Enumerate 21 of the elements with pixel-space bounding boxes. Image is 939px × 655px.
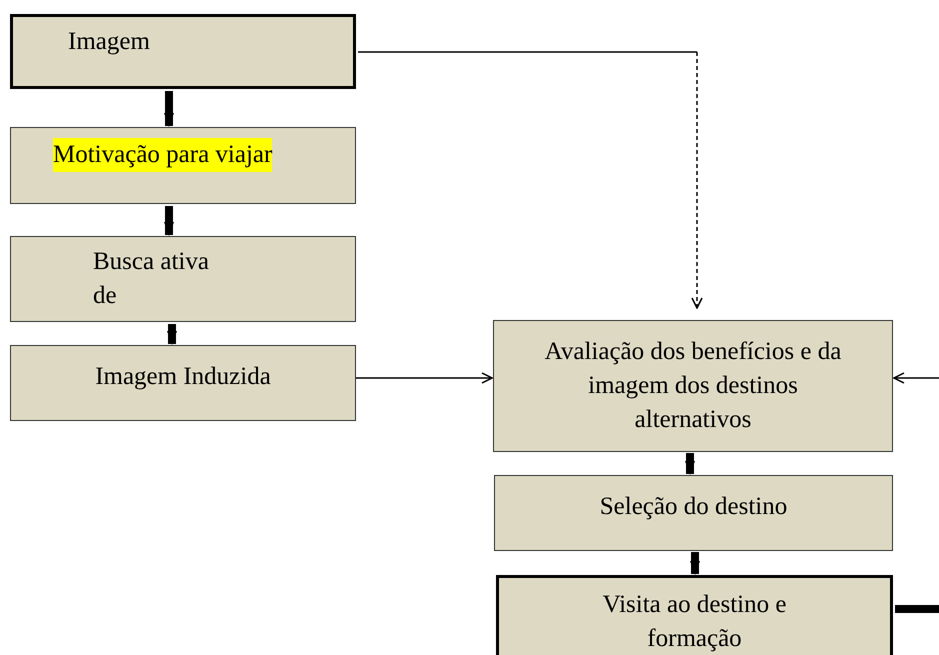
arrow [690,552,700,575]
process-box [10,236,356,322]
box-label: Seleção do destino [600,492,788,522]
arrow [164,206,174,236]
arrow [893,372,939,384]
box-label: Avaliação dos benefícios e da imagem dos destinos alternativos [544,337,842,435]
process-box [494,475,893,551]
box-label: Busca ativa de [93,247,210,311]
process-box [10,127,356,204]
arrow [685,453,695,475]
box-label: Imagem [68,27,150,57]
process-box [493,320,893,452]
process-box [496,575,893,655]
box-label: Visita ao destino e formação [602,590,788,654]
arrow [358,51,703,309]
process-box [10,345,356,421]
arrow [164,91,174,127]
process-box [10,14,356,89]
box-label: Imagem Induzida [95,362,271,392]
arrow [356,372,493,384]
arrow [167,324,177,345]
